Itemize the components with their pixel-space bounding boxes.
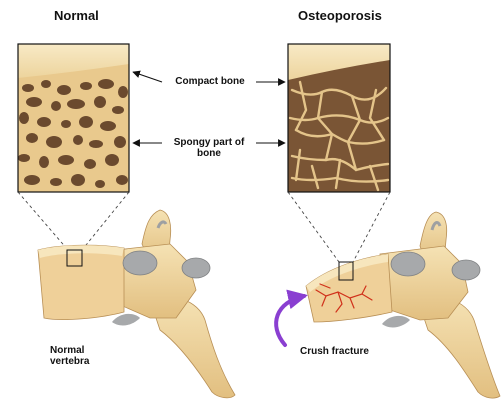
facet-joint-upper: [391, 252, 425, 276]
curved-arrow-icon: [276, 296, 304, 345]
facet-joint-right: [182, 258, 210, 278]
spongy-bone-label-line2: bone: [160, 148, 258, 159]
normal-bone-closeup: [18, 44, 129, 192]
arrow-left-icon: [133, 72, 162, 82]
spongy-bone-label-line1: Spongy part of: [160, 137, 258, 148]
normal-vertebra-label-line1: Normal: [50, 345, 89, 356]
facet-joint-upper: [123, 251, 157, 275]
normal-title: Normal: [54, 8, 99, 23]
normal-vertebra: [38, 210, 235, 398]
facet-joint-right: [452, 260, 480, 280]
osteoporosis-bone-closeup: [288, 44, 390, 192]
compact-bone-label: Compact bone: [166, 76, 254, 87]
normal-vertebra-label-line2: vertebra: [50, 356, 89, 367]
crush-fracture-label: Crush fracture: [300, 346, 369, 357]
fractured-vertebra: [306, 212, 500, 398]
osteoporosis-title: Osteoporosis: [298, 8, 382, 23]
normal-vertebra-label: Normal vertebra: [50, 345, 89, 367]
spongy-bone-label: Spongy part of bone: [160, 137, 258, 159]
